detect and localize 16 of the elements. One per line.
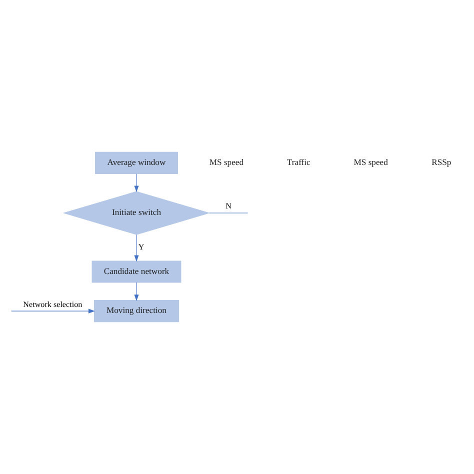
label: RSSp: [432, 156, 452, 167]
edge-label: Network selection: [23, 300, 82, 309]
node-box: Average window: [95, 152, 178, 174]
arrow: [134, 234, 139, 262]
label: MS speed: [209, 156, 244, 167]
arrow: [134, 282, 139, 302]
label: MS speed: [354, 156, 388, 167]
edge-label: Y: [138, 242, 144, 252]
node-box: Candidate network: [92, 260, 182, 283]
label: Traffic: [286, 156, 310, 167]
arrow: [134, 174, 139, 192]
arrow: [11, 308, 95, 314]
node-diamond: Initiate switch: [62, 191, 210, 235]
edge-label: N: [226, 202, 232, 211]
connector: [209, 212, 248, 214]
node-box: Moving direction: [94, 300, 180, 322]
